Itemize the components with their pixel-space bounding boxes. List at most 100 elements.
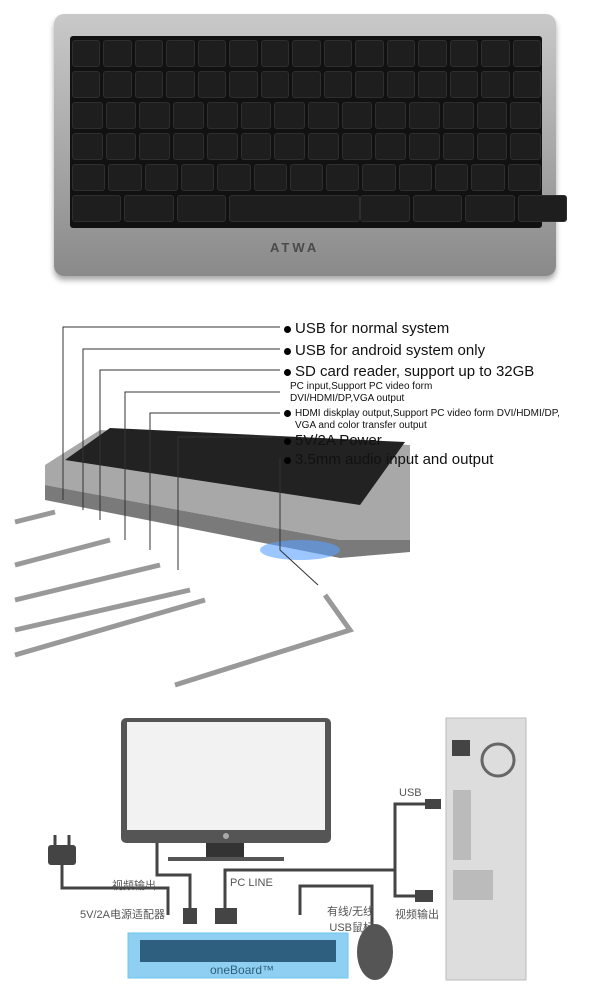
keyboard-key <box>442 102 474 129</box>
keyboard-key <box>386 40 416 67</box>
keyboard-key <box>197 40 227 67</box>
oneboard-brand: oneBoard™ <box>210 963 275 977</box>
keyboard-key <box>229 195 361 222</box>
keyboard-key <box>435 164 469 191</box>
video-connector-icon <box>415 890 433 902</box>
keyboard-key <box>308 102 339 129</box>
keyboard-key <box>323 71 353 98</box>
keyboard-key <box>206 102 238 129</box>
keyboard-key <box>72 164 106 191</box>
connection-diagram <box>48 717 527 981</box>
keyboard-key <box>442 133 474 160</box>
keyboard-key <box>341 102 373 129</box>
cables <box>60 802 430 930</box>
oneboard-device <box>127 932 349 979</box>
keyboard-key <box>105 102 137 129</box>
keyboard-key <box>398 164 433 191</box>
keyboard-key <box>355 40 384 67</box>
keyboard-key <box>105 133 137 160</box>
port-label-sd-card: SD card reader, support up to 32GB <box>284 363 534 380</box>
keyboard-key <box>412 195 463 222</box>
port-label-usb-android: USB for android system only <box>284 342 485 359</box>
keyboard-key <box>240 102 272 129</box>
keyboard-key <box>355 71 384 98</box>
keyboard-key <box>229 40 258 67</box>
keyboard-key <box>409 133 440 160</box>
keyboard-key <box>180 164 215 191</box>
power-plug-icon <box>48 835 76 865</box>
monitor-icon <box>121 718 331 861</box>
keyboard-key <box>418 40 447 67</box>
keyboard-key <box>72 133 103 160</box>
keyboard-key <box>134 40 164 67</box>
keyboard-key <box>166 71 195 98</box>
cables <box>14 509 355 688</box>
keyboard-key <box>512 40 541 67</box>
keyboard-keys <box>70 36 568 228</box>
port-label-usb-normal: USB for normal system <box>284 320 449 337</box>
mouse-icon <box>357 924 393 980</box>
keyboard-key <box>512 71 541 98</box>
usb-connector-icon <box>425 799 441 809</box>
keyboard-key <box>274 102 305 129</box>
keyboard-key <box>292 40 321 67</box>
keyboard-key <box>197 71 227 98</box>
keyboard-key <box>124 195 174 222</box>
usb-label: USB <box>399 787 422 799</box>
keyboard-logo: ATWA <box>270 240 320 255</box>
keyboard-key <box>375 102 407 129</box>
keyboard-key <box>517 195 568 222</box>
keyboard-key <box>173 102 204 129</box>
keyboard-key <box>144 164 178 191</box>
pc-tower-icon <box>445 717 527 981</box>
keyboard-key <box>476 133 508 160</box>
port-label-power: 5V/2A Power <box>284 432 382 449</box>
keyboard-key <box>510 133 541 160</box>
keyboard-key <box>72 195 122 222</box>
keyboard-key <box>449 71 479 98</box>
keyboard-key <box>465 195 515 222</box>
keyboard-key <box>173 133 204 160</box>
keyboard-key <box>481 40 510 67</box>
keyboard-key <box>103 71 132 98</box>
keyboard-key <box>375 133 407 160</box>
keyboard-key <box>292 71 321 98</box>
keyboard-key <box>72 71 101 98</box>
keyboard-key <box>510 102 541 129</box>
keyboard-key <box>260 40 290 67</box>
keyboard-key <box>289 164 324 191</box>
keyboard-key <box>308 133 339 160</box>
keyboard-key <box>386 71 416 98</box>
keyboard-key <box>323 40 353 67</box>
keyboard-key <box>240 133 272 160</box>
vga-connector-icon <box>215 908 237 924</box>
keyboard-key <box>108 164 142 191</box>
video-out-monitor-label: 视频输出 <box>112 880 156 892</box>
video-out-pc-label: 视频输出 <box>395 909 439 921</box>
keyboard-key <box>134 71 164 98</box>
ports-diagram <box>14 326 410 688</box>
leader-lines <box>62 326 319 586</box>
keyboard-key <box>260 71 290 98</box>
keyboard-key <box>471 164 505 191</box>
keyboard-key <box>72 102 103 129</box>
keyboard-key <box>360 195 410 222</box>
keyboard-key <box>274 133 305 160</box>
keyboard-key <box>253 164 287 191</box>
hdmi-connector-icon <box>183 908 197 924</box>
port-label-hdmi-output: HDMI diskplay output,Support PC video fo… <box>284 408 560 432</box>
keyboard-key <box>217 164 251 191</box>
keyboard-key <box>139 133 171 160</box>
keyboard-key <box>72 40 101 67</box>
keyboard-key <box>362 164 396 191</box>
keyboard-key <box>139 102 171 129</box>
keyboard-key <box>103 40 132 67</box>
keyboard-key <box>166 40 195 67</box>
keyboard-key <box>507 164 541 191</box>
keyboard-key <box>449 40 479 67</box>
keyboard-key <box>341 133 373 160</box>
keyboard-key <box>206 133 238 160</box>
keyboard-key <box>176 195 227 222</box>
